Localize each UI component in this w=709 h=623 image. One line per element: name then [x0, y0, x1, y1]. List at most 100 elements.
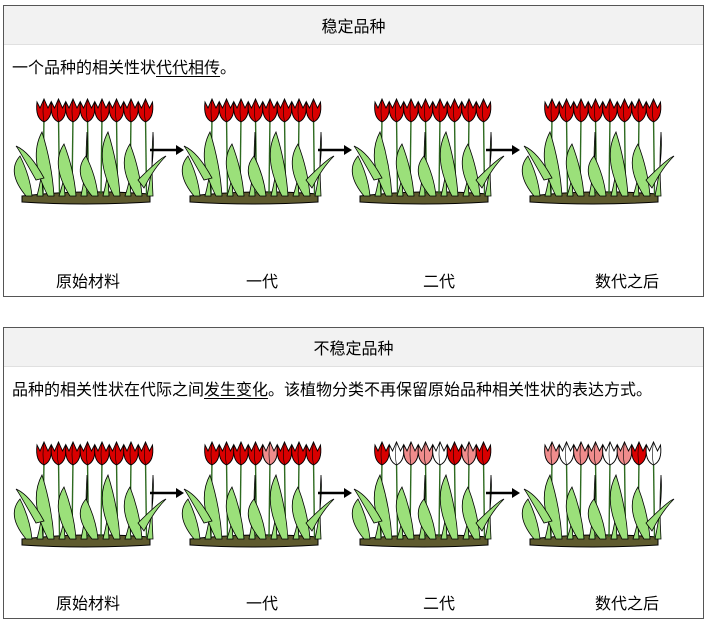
leaf	[484, 131, 492, 197]
generation-label-first: 一代	[245, 272, 279, 291]
generation-label-original: 原始材料	[55, 272, 121, 291]
leaf	[353, 488, 383, 524]
tulip-flower	[123, 440, 139, 466]
tulip-flower	[432, 440, 448, 466]
tulip-stem	[608, 115, 611, 195]
leaf	[183, 488, 213, 524]
leaf	[314, 131, 322, 197]
tulip-flower	[461, 97, 477, 123]
leaf	[123, 143, 143, 197]
tulip-flower	[616, 97, 633, 123]
tulip-flower	[218, 97, 235, 123]
tulip-flower	[276, 440, 293, 466]
panel-description: 品种的相关性状在代际之间发生变化。该植物分类不再保留原始品种相关性状的表达方式。	[12, 376, 652, 400]
tulip-stem	[268, 115, 271, 195]
tulip-flower	[247, 97, 264, 123]
tulip-flower	[573, 97, 589, 123]
tulip-cluster	[521, 97, 675, 205]
leaf	[13, 498, 33, 540]
tulip-flower	[36, 97, 52, 123]
tulip-flower	[137, 440, 154, 466]
tulip-flower	[94, 440, 110, 466]
tulip-flower	[137, 97, 154, 123]
leaf	[269, 130, 289, 197]
tulip-flower	[432, 97, 448, 123]
tulip-flower	[475, 97, 492, 123]
tulip-flower	[544, 440, 560, 466]
tulip-stem	[438, 115, 441, 195]
leaf	[137, 498, 167, 532]
tulip-flower	[247, 440, 264, 466]
leaf	[146, 474, 154, 540]
generation-label-second: 二代	[422, 594, 456, 613]
leaf	[351, 155, 371, 197]
tulip-flower	[446, 440, 463, 466]
leaf	[269, 473, 289, 540]
tulip-flower	[262, 440, 278, 466]
tulip-flower	[50, 440, 67, 466]
tulip-flower	[602, 440, 618, 466]
panel-title: 稳定品种	[4, 6, 703, 45]
leaf	[57, 143, 77, 197]
leaf	[15, 145, 45, 181]
tulip-cluster	[181, 97, 335, 205]
stable-variety-panel: 稳定品种 一个品种的相关性状代代相传。 原始材料 一代 二代 数代之后	[3, 5, 704, 297]
desc-text: 品种的相关性状在代际之间	[12, 380, 205, 399]
tulip-flower	[544, 97, 560, 123]
leaf	[395, 143, 415, 197]
tulip-flower	[475, 440, 492, 466]
panel-description: 一个品种的相关性状代代相传。	[12, 54, 236, 78]
leaf	[137, 155, 167, 189]
leaf	[305, 155, 335, 189]
leaf	[631, 143, 651, 197]
unstable-generation-diagram	[13, 440, 675, 548]
tulip-flower	[108, 97, 125, 123]
tulip-stem	[608, 458, 611, 538]
desc-text: 一个品种的相关性状	[12, 58, 157, 77]
leaf	[183, 145, 213, 181]
leaf	[247, 498, 267, 540]
leaf	[654, 131, 662, 197]
leaf	[79, 155, 99, 197]
tulip-flower	[558, 440, 575, 466]
tulip-flower	[50, 97, 67, 123]
leaf	[181, 498, 201, 540]
tulip-flower	[388, 440, 405, 466]
tulip-flower	[65, 440, 81, 466]
tulip-cluster	[181, 440, 335, 548]
leaf	[521, 155, 541, 197]
tulip-flower	[291, 440, 307, 466]
tulip-flower	[262, 97, 278, 123]
leaf	[587, 498, 607, 540]
leaf	[181, 155, 201, 197]
tulip-flower	[233, 440, 249, 466]
tulip-stem	[100, 458, 103, 538]
tulip-cluster	[351, 97, 505, 205]
tulip-flower	[631, 97, 647, 123]
leaf	[353, 145, 383, 181]
leaf	[565, 143, 585, 197]
tulip-flower	[388, 97, 405, 123]
leaf	[79, 498, 99, 540]
desc-text-end: 。该植物分类不再保留原始品种相关性状的表达方式。	[268, 380, 653, 399]
desc-underlined-text: 发生变化	[204, 380, 269, 399]
tulip-flower	[233, 97, 249, 123]
stable-generation-diagram	[13, 97, 675, 205]
tulip-flower	[218, 440, 235, 466]
tulip-flower	[204, 440, 220, 466]
tulip-flower	[602, 97, 618, 123]
tulip-flower	[631, 440, 647, 466]
leaf	[314, 474, 322, 540]
leaf	[305, 498, 335, 532]
leaf	[475, 155, 505, 189]
leaf	[631, 486, 651, 540]
tulip-flower	[305, 97, 322, 123]
leaf	[417, 498, 437, 540]
tulip-flower	[587, 440, 604, 466]
leaf	[645, 155, 675, 189]
leaf	[461, 486, 481, 540]
tulip-stem	[100, 115, 103, 195]
leaf	[15, 488, 45, 524]
leaf	[13, 155, 33, 197]
tulip-flower	[108, 440, 125, 466]
